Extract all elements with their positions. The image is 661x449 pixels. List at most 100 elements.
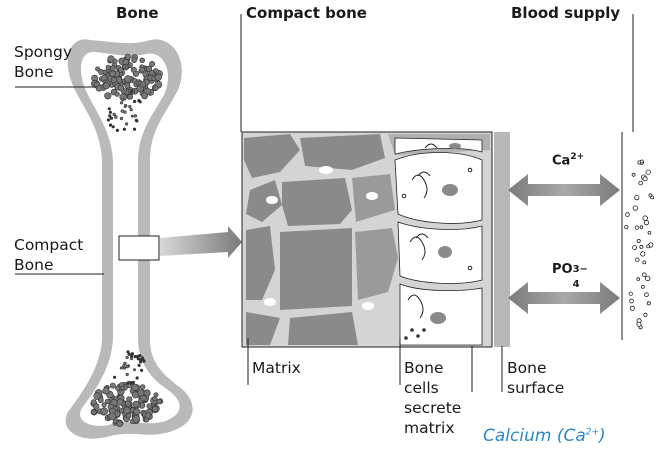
- spongy-dot: [132, 384, 139, 391]
- spongy-dot: [644, 220, 648, 224]
- spongy-dot: [643, 216, 648, 221]
- spongy-dot: [124, 407, 131, 414]
- header-bone: Bone: [116, 4, 159, 22]
- spongy-dot: [139, 101, 142, 104]
- spongy-dot: [626, 213, 630, 217]
- spongy-dot: [145, 413, 151, 419]
- spongy-dot: [643, 177, 647, 181]
- spongy-dot: [132, 392, 138, 398]
- spongy-dot: [131, 115, 133, 117]
- spongy-dot: [113, 113, 116, 116]
- spongy-dot: [124, 111, 127, 114]
- spongy-dot: [140, 58, 145, 63]
- spongy-dot: [124, 362, 127, 365]
- spongy-dot: [141, 395, 147, 401]
- spongy-dot: [105, 93, 112, 100]
- spongy-dot: [133, 128, 136, 131]
- spongy-dot: [132, 58, 137, 63]
- spongy-dot: [645, 293, 649, 297]
- spongy-dot: [103, 388, 110, 395]
- spongy-dot: [122, 99, 124, 101]
- label-bone-surface: Bone surface: [507, 358, 564, 398]
- spongy-dot: [119, 383, 123, 387]
- zoom-arrow: [160, 226, 242, 258]
- spongy-dot: [630, 299, 634, 303]
- spongy-dot: [109, 413, 116, 420]
- spongy-dot: [130, 382, 133, 385]
- spongy-dot: [134, 355, 137, 358]
- phosphate-exchange-arrow: [508, 282, 620, 314]
- spongy-dot: [115, 116, 118, 119]
- spongy-dot: [140, 369, 143, 372]
- label-compact-bone: Compact Bone: [14, 235, 83, 275]
- spongy-dot: [153, 86, 158, 91]
- spongy-dot: [125, 123, 128, 126]
- spongy-dot: [125, 76, 132, 83]
- spongy-dot: [126, 413, 131, 418]
- spongy-dot: [110, 383, 115, 388]
- spongy-dot: [645, 276, 650, 281]
- spongy-dot: [648, 231, 651, 234]
- spongy-dot: [117, 421, 123, 427]
- spongy-dot: [133, 415, 140, 422]
- spongy-dot: [109, 111, 112, 114]
- spongy-dot: [644, 313, 647, 316]
- spongy-dot: [637, 322, 641, 326]
- spongy-dot: [633, 206, 637, 210]
- spongy-dot: [126, 373, 129, 376]
- spongy-dot: [124, 104, 127, 107]
- spongy-dot: [636, 258, 640, 262]
- blood-particles: [625, 160, 654, 329]
- spongy-dot: [139, 354, 142, 357]
- spongy-dot: [632, 173, 635, 176]
- spongy-dot: [150, 70, 155, 75]
- spongy-dot: [647, 245, 650, 248]
- header-blood-supply: Blood supply: [511, 4, 620, 22]
- spongy-dot: [117, 399, 123, 405]
- spongy-dot: [140, 385, 145, 390]
- spongy-dot: [641, 285, 644, 288]
- spongy-dot: [149, 61, 154, 66]
- spongy-dot: [115, 92, 120, 97]
- spongy-dot: [120, 117, 123, 120]
- spongy-dot: [107, 119, 110, 122]
- spongy-dot: [113, 59, 117, 63]
- compact-bone-detail: [242, 132, 492, 347]
- spongy-dot: [120, 367, 122, 369]
- spongy-dot: [130, 91, 133, 94]
- spongy-dot: [633, 246, 637, 250]
- spongy-dot: [134, 115, 137, 118]
- spongy-dot: [105, 399, 110, 404]
- spongy-dot: [647, 302, 650, 305]
- spongy-dot: [152, 406, 158, 412]
- spongy-dot: [110, 117, 113, 120]
- spongy-dot: [133, 401, 139, 407]
- spongy-dot: [126, 356, 129, 359]
- spongy-dot: [129, 105, 132, 108]
- label-bone-cells: Bone cells secrete matrix: [404, 358, 461, 438]
- spongy-dot: [133, 71, 139, 77]
- spongy-dot: [111, 77, 117, 83]
- spongy-dot: [96, 85, 102, 91]
- spongy-dot: [108, 108, 111, 111]
- spongy-dot: [134, 409, 140, 415]
- spongy-dot: [637, 278, 640, 281]
- spongy-dot: [123, 128, 126, 131]
- spongy-dot: [640, 226, 643, 229]
- spongy-dot: [635, 195, 639, 199]
- spongy-dot: [91, 410, 96, 415]
- spongy-dot: [649, 194, 652, 197]
- spongy-dot: [133, 100, 136, 103]
- spongy-dot: [115, 386, 120, 391]
- spongy-dot: [642, 273, 646, 277]
- spongy-dot: [646, 170, 650, 174]
- spongy-dot: [121, 110, 124, 113]
- spongy-dot: [131, 352, 134, 355]
- spongy-dot: [640, 245, 643, 248]
- spongy-dot: [643, 261, 646, 264]
- spongy-dot: [137, 358, 140, 361]
- spongy-dot: [157, 399, 162, 404]
- spongy-dot: [147, 404, 152, 409]
- spongy-dot: [120, 102, 123, 105]
